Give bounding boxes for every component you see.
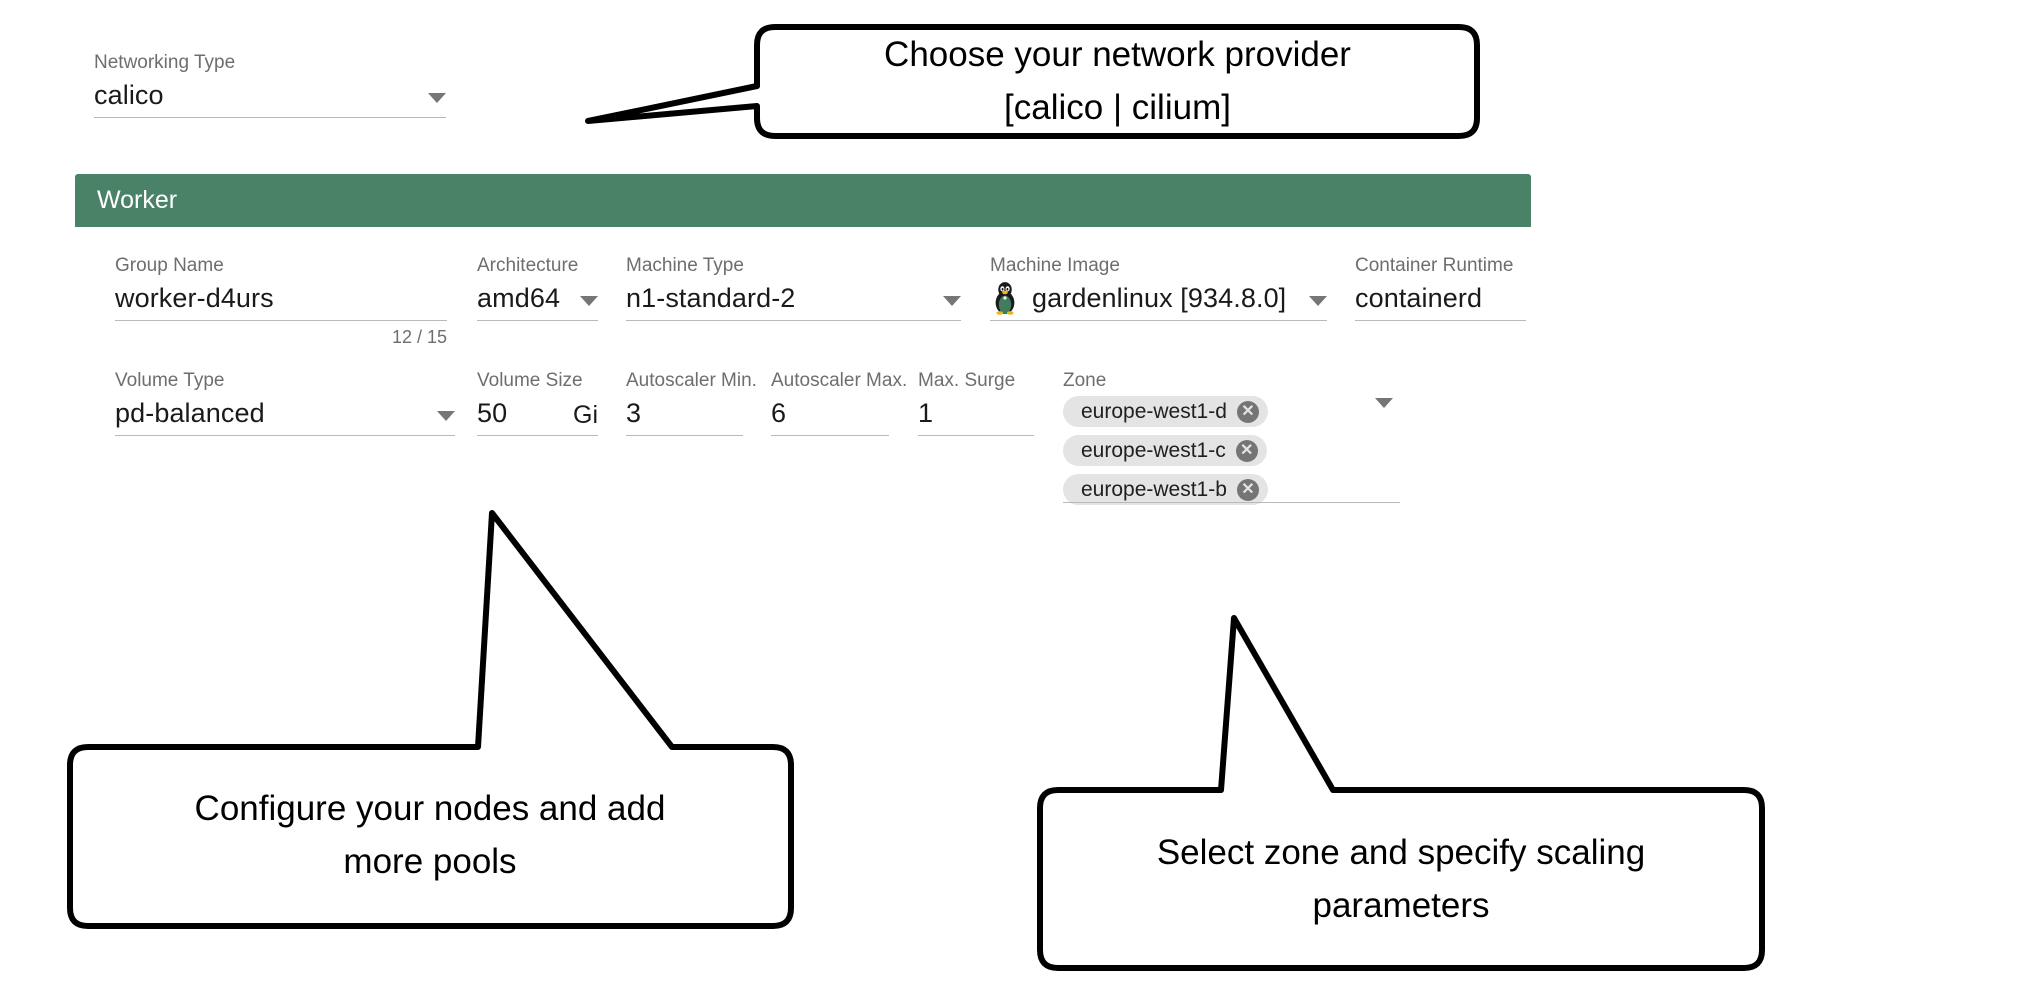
chevron-down-icon[interactable] [1309, 296, 1327, 306]
max-surge-field[interactable]: Max. Surge 1 [918, 370, 1034, 436]
zone-callout-line1: Select zone and specify scaling [1156, 833, 1646, 872]
group-name-field[interactable]: Group Name worker-d4urs 12 / 15 [115, 255, 447, 348]
machine-type-field[interactable]: Machine Type n1-standard-2 [626, 255, 961, 321]
zone-field-underline [1063, 502, 1400, 503]
autoscaler-max-field[interactable]: Autoscaler Max. 6 [771, 370, 908, 436]
zone-chip-label: europe-west1-d [1081, 399, 1227, 423]
autoscaler-min-field[interactable]: Autoscaler Min. 3 [626, 370, 757, 436]
machine-type-label: Machine Type [626, 255, 744, 276]
zone-chip-label: europe-west1-b [1081, 477, 1227, 501]
worker-card-header: Worker [75, 174, 1531, 227]
network-callout-text: Choose your network provider [calico | c… [770, 28, 1465, 134]
volume-type-field[interactable]: Volume Type pd-balanced [115, 370, 455, 436]
volume-size-unit: Gi [573, 401, 598, 429]
nodes-callout-line1: Configure your nodes and add [194, 789, 666, 828]
zone-chip[interactable]: europe-west1-d ✕ [1063, 396, 1268, 427]
volume-type-label: Volume Type [115, 370, 225, 391]
group-name-label: Group Name [115, 255, 224, 276]
network-callout-line2: [calico | cilium] [1004, 88, 1231, 127]
chevron-down-icon[interactable] [943, 296, 961, 306]
close-circle-icon[interactable]: ✕ [1236, 400, 1259, 423]
max-surge-value[interactable]: 1 [918, 398, 934, 428]
zone-label: Zone [1063, 370, 1107, 391]
chevron-down-icon[interactable] [437, 411, 455, 421]
volume-size-value[interactable]: 50 [477, 398, 508, 428]
group-name-value[interactable]: worker-d4urs [115, 283, 274, 313]
worker-card: Worker [75, 174, 1531, 227]
networking-type-label: Networking Type [94, 52, 236, 73]
zone-chip-list: europe-west1-d ✕ europe-west1-c ✕ europe… [1063, 396, 1403, 513]
volume-type-value: pd-balanced [115, 398, 265, 428]
autoscaler-min-label: Autoscaler Min. [626, 370, 757, 391]
networking-type-value: calico [94, 80, 164, 110]
chevron-down-icon[interactable] [580, 296, 598, 306]
architecture-field[interactable]: Architecture amd64 [477, 255, 598, 321]
zone-field[interactable]: Zone europe-west1-d ✕ europe-west1-c ✕ e… [1063, 370, 1403, 513]
machine-image-label: Machine Image [990, 255, 1120, 276]
zone-callout-text: Select zone and specify scaling paramete… [1045, 826, 1757, 932]
group-name-counter: 12 / 15 [391, 327, 447, 347]
volume-size-field[interactable]: Volume Size 50 Gi [477, 370, 598, 436]
machine-image-field[interactable]: Machine Image garde [990, 255, 1327, 321]
autoscaler-max-value[interactable]: 6 [771, 398, 787, 428]
volume-size-label: Volume Size [477, 370, 583, 391]
network-callout-line1: Choose your network provider [884, 35, 1351, 74]
autoscaler-max-label: Autoscaler Max. [771, 370, 908, 391]
nodes-callout-text: Configure your nodes and add more pools [75, 782, 785, 888]
machine-image-value: gardenlinux [934.8.0] [1032, 283, 1287, 313]
architecture-label: Architecture [477, 255, 579, 276]
tux-penguin-icon [995, 282, 1015, 315]
worker-card-title: Worker [97, 186, 178, 214]
chevron-down-icon[interactable] [428, 93, 446, 103]
close-circle-icon[interactable]: ✕ [1235, 439, 1258, 462]
container-runtime-value[interactable]: containerd [1355, 283, 1483, 313]
container-runtime-label: Container Runtime [1355, 255, 1514, 276]
chevron-down-icon[interactable] [1375, 398, 1393, 408]
architecture-value: amd64 [477, 283, 561, 313]
nodes-callout-line2: more pools [343, 842, 517, 881]
autoscaler-min-value[interactable]: 3 [626, 398, 642, 428]
zone-chip-label: europe-west1-c [1081, 438, 1226, 462]
zone-chip[interactable]: europe-west1-b ✕ [1063, 474, 1268, 505]
max-surge-label: Max. Surge [918, 370, 1016, 391]
container-runtime-field[interactable]: Container Runtime containerd [1355, 255, 1526, 321]
networking-type-field[interactable]: Networking Type calico [94, 52, 446, 118]
zone-callout-line2: parameters [1312, 886, 1490, 925]
zone-dropdown-toggle[interactable] [1375, 398, 1393, 417]
close-circle-icon[interactable]: ✕ [1236, 478, 1259, 501]
machine-type-value: n1-standard-2 [626, 283, 796, 313]
zone-chip[interactable]: europe-west1-c ✕ [1063, 435, 1267, 466]
